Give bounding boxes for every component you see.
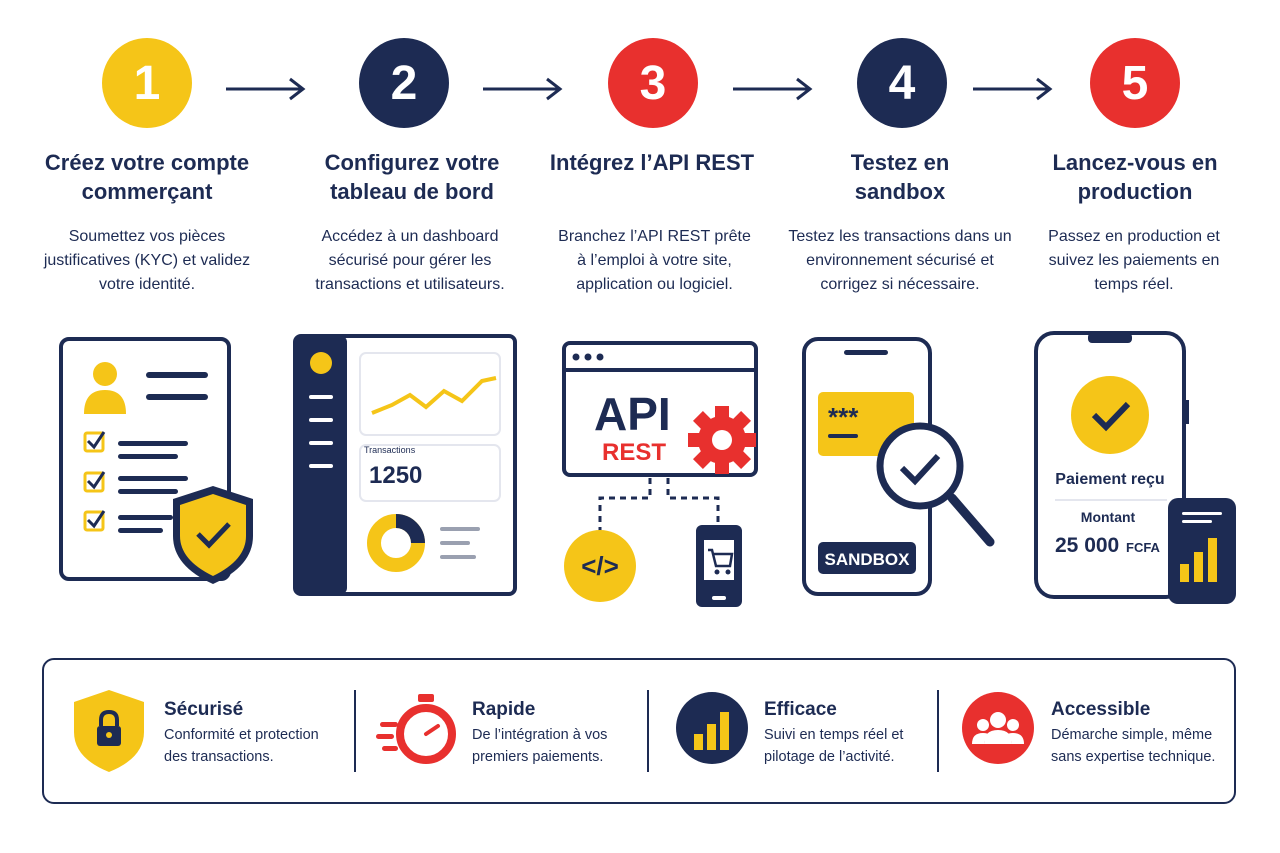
step-1-number: 1: [102, 38, 192, 128]
payment-illustration: Paiement reçu Montant 25 000 FCFA: [1034, 331, 1236, 604]
stopwatch-icon: [376, 694, 456, 764]
sandbox-illustration: *** SANDBOX: [802, 337, 995, 596]
checkbox-icon: [83, 510, 106, 532]
divider: [937, 690, 939, 772]
sandbox-label: SANDBOX: [824, 550, 910, 569]
step-2-number: 2: [359, 38, 449, 128]
donut-chart-icon: [367, 514, 425, 572]
feature-description: De l’intégration à vos premiers paiement…: [472, 727, 608, 765]
gear-icon: [688, 406, 756, 474]
kyc-document-illustration: [59, 337, 253, 584]
arrow-right-icon: [733, 77, 813, 101]
arrow-right-icon: [483, 77, 563, 101]
feature-description: Conformité et protection des transaction…: [164, 727, 319, 765]
step-4-description: Testez les transactions dans un environn…: [788, 228, 1012, 293]
check-circle-icon: [1071, 376, 1149, 454]
checkbox-icon: [83, 431, 106, 453]
divider: [647, 690, 649, 772]
feature-description: Démarche simple, même sans expertise tec…: [1051, 727, 1216, 765]
code-symbol: </>: [581, 551, 619, 581]
divider: [354, 690, 356, 772]
step-1-description: Soumettez vos pièces justificatives (KYC…: [43, 228, 251, 293]
step-3-description: Branchez l’API REST prête à l’emploi à v…: [558, 228, 751, 293]
arrow-right-icon: [973, 77, 1053, 101]
magnifier-check-icon: [876, 422, 995, 547]
amount-label: Montant: [1081, 509, 1136, 525]
dashboard-label: Transactions: [364, 445, 416, 455]
code-icon: </>: [564, 530, 636, 602]
step-4-number: 4: [857, 38, 947, 128]
api-rest-illustration: API REST </>: [562, 341, 758, 607]
step-1-title: Créez votre compte commerçant: [44, 150, 250, 204]
mobile-cart-icon: [696, 525, 742, 607]
step-5-title: Lancez-vous en production: [1052, 150, 1218, 204]
step-3-title: Intégrez l’API REST: [549, 150, 755, 175]
shield-check-icon: [173, 486, 253, 584]
step-2-title: Configurez votre tableau de bord: [324, 150, 500, 204]
features-panel: [42, 658, 1236, 804]
dashboard-value: 1250: [369, 462, 422, 489]
user-icon: [84, 362, 126, 414]
step-4-title: Testez en sandbox: [850, 150, 950, 204]
password-mask: ***: [828, 402, 859, 432]
step-3-number: 3: [608, 38, 698, 128]
amount-value: 25 000: [1055, 534, 1119, 557]
users-icon: [962, 692, 1034, 764]
dashboard-illustration: Transactions 1250: [293, 334, 517, 596]
feature-title: Sécurisé: [164, 699, 244, 720]
feature-description: Suivi en temps réel et pilotage de l’act…: [764, 727, 904, 765]
feature-title: Efficace: [764, 699, 837, 720]
rest-label: REST: [602, 439, 666, 466]
bar-chart-icon: [676, 692, 748, 764]
arrow-right-icon: [226, 77, 306, 101]
feature-title: Accessible: [1051, 699, 1151, 720]
mobile-chart-icon: [1168, 498, 1236, 604]
payment-status: Paiement reçu: [1055, 471, 1164, 488]
shield-lock-icon: [74, 690, 144, 772]
step-5-description: Passez en production et suivez les paiem…: [1048, 228, 1220, 293]
api-label: API: [594, 388, 671, 440]
amount-currency: FCFA: [1126, 540, 1161, 555]
step-2-description: Accédez à un dashboard sécurisé pour gér…: [315, 228, 505, 293]
feature-title: Rapide: [472, 699, 536, 720]
checkbox-icon: [83, 471, 106, 493]
step-5-number: 5: [1090, 38, 1180, 128]
